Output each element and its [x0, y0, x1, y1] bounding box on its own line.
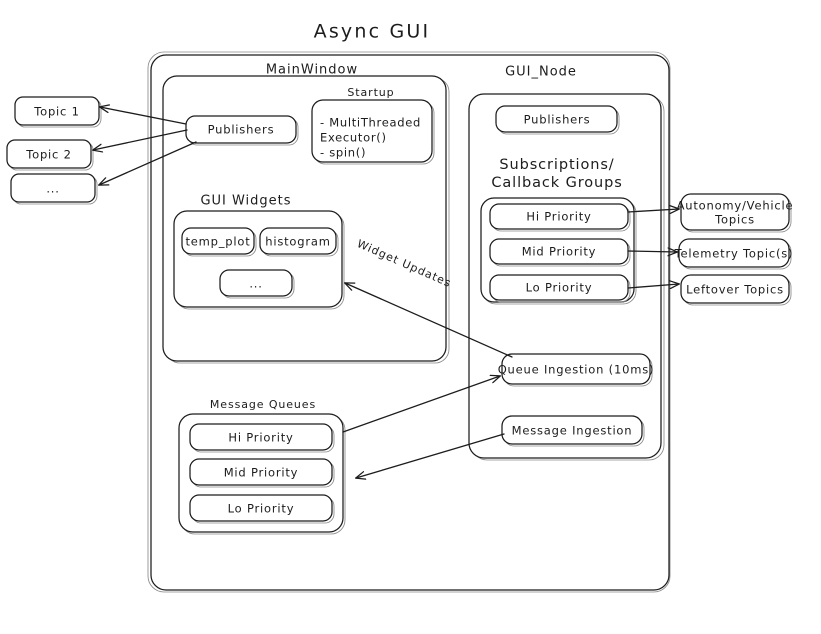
startup-item-1: Executor() [320, 131, 387, 145]
left-topic-1-label: Topic 1 [33, 105, 80, 119]
gui-widgets-label: GUI Widgets [200, 194, 291, 209]
left-topic-2-label: Topic 2 [25, 148, 72, 162]
right-topic-leftover-label: Leftover Topics [686, 283, 784, 297]
startup-label: Startup [347, 86, 394, 99]
arrow-publishers-to-topic3 [99, 141, 197, 185]
widget-histogram-label: histogram [265, 235, 331, 249]
gui-node-label: GUI_Node [505, 65, 577, 80]
message-ingestion-box[interactable] [501, 415, 643, 445]
widget-more-box[interactable] [219, 269, 293, 297]
callback-mid-priority-label: Mid Priority [522, 245, 597, 259]
right-topic-autonomy-label-line2: Topics [714, 213, 755, 227]
left-topic-2-box[interactable] [6, 139, 92, 169]
guinode-publishers-box[interactable] [495, 105, 618, 133]
right-topics-group: Autonomy/Vehicle Topics Telemetry Topic(… [674, 193, 794, 306]
queue-lo-priority-label: Lo Priority [228, 502, 295, 516]
callback-lo-priority-label: Lo Priority [526, 281, 593, 295]
subscriptions-heading-line2: Callback Groups [491, 175, 622, 191]
right-topic-telemetry-box[interactable] [678, 238, 790, 268]
widget-more-label: ... [249, 277, 262, 291]
queue-ingestion-label: Queue Ingestion (10ms) [498, 363, 655, 377]
right-topic-autonomy-label-line1: Autonomy/Vehicle [677, 199, 794, 213]
arrow-publishers-to-topic2 [93, 129, 188, 150]
right-topic-telemetry-label: Telemetry Topic(s) [674, 247, 794, 261]
page-title: Async GUI [314, 21, 431, 43]
message-ingestion-label: Message Ingestion [512, 424, 633, 438]
right-topic-autonomy-box[interactable] [680, 193, 790, 231]
callback-hi-priority-label: Hi Priority [526, 210, 591, 224]
startup-item-0: - MultiThreaded [320, 116, 421, 130]
main-window-label: MainWindow [266, 63, 358, 78]
queue-hi-priority-box[interactable] [189, 423, 333, 451]
arrow-publishers-to-topic1 [100, 107, 187, 125]
arrow-queue-ingestion-to-gui-widgets [345, 283, 513, 358]
startup-item-2: - spin() [320, 146, 366, 160]
callback-hi-priority-box[interactable] [489, 203, 629, 230]
subscriptions-heading-line1: Subscriptions/ [499, 157, 614, 173]
arrow-mid-priority-to-telemetry-topics [627, 251, 677, 252]
arrow-message-ingestion-to-message-queues [356, 433, 505, 478]
mainwindow-publishers-box[interactable] [185, 115, 297, 144]
right-topic-leftover-box[interactable] [680, 274, 790, 304]
arrow-message-queues-to-queue-ingestion [342, 376, 500, 433]
startup-box[interactable] [311, 99, 433, 163]
guinode-publishers-label: Publishers [524, 113, 591, 127]
queue-ingestion-box[interactable] [501, 353, 651, 385]
left-topic-3-label: ... [46, 182, 59, 196]
queue-lo-priority-box[interactable] [189, 494, 333, 522]
widget-temp-plot-label: temp_plot [185, 235, 250, 249]
widget-temp-plot-box[interactable] [181, 227, 255, 255]
queue-mid-priority-box[interactable] [189, 458, 333, 486]
left-topic-3-box[interactable] [10, 173, 96, 203]
arrow-lo-priority-to-leftover-topics [627, 284, 679, 288]
left-topics-group: Topic 1 Topic 2 ... [6, 96, 102, 205]
mainwindow-publishers-label: Publishers [208, 123, 275, 137]
arrow-hi-priority-to-autonomy-topics [627, 209, 679, 212]
message-queues-label: Message Queues [210, 398, 316, 411]
queue-mid-priority-label: Mid Priority [224, 466, 299, 480]
widget-histogram-box[interactable] [259, 227, 337, 255]
outer-container-shadow [147, 51, 671, 593]
queue-hi-priority-label: Hi Priority [228, 431, 293, 445]
